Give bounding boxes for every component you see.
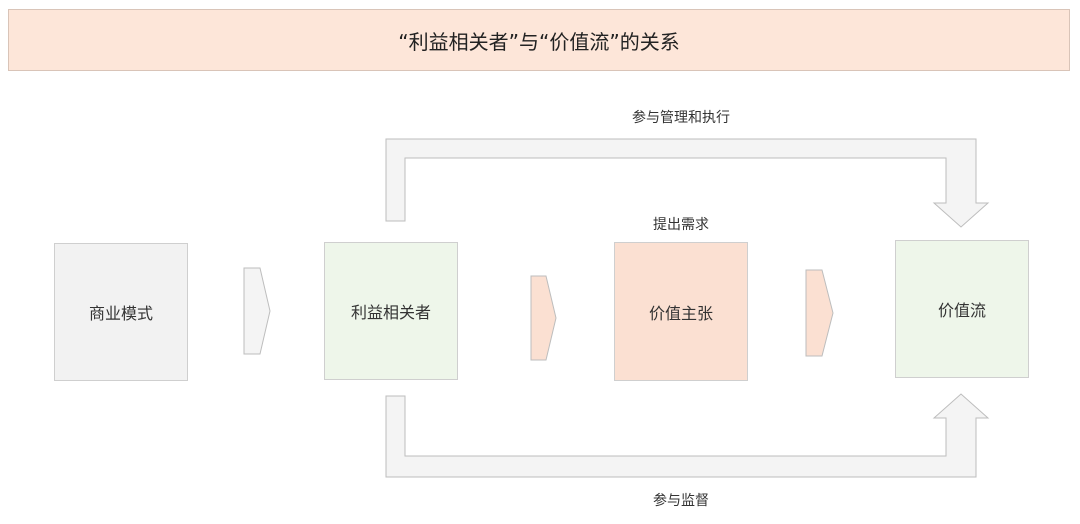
node-business-model-label: 商业模式 [88,304,153,323]
chevron-arrow-1 [243,267,271,355]
node-value-stream-label: 价值流 [937,301,986,320]
page-title: “利益相关者”与“价值流”的关系 [398,29,680,54]
label-top-flow: 参与管理和执行 [632,110,730,126]
bottom-feedback-arrow [385,393,990,478]
label-raise-needs: 提出需求 [653,217,709,233]
top-feedback-arrow [385,138,990,228]
node-value-stream: 价值流 [895,240,1029,378]
node-stakeholders-label: 利益相关者 [350,303,431,322]
node-value-proposition: 价值主张 [614,242,748,381]
chevron-arrow-2 [530,275,557,361]
node-value-proposition-label: 价值主张 [648,303,713,323]
label-bottom-flow: 参与监督 [653,493,709,509]
chevron-arrow-3 [805,269,834,357]
node-stakeholders: 利益相关者 [324,242,458,380]
node-business-model: 商业模式 [54,243,188,381]
title-banner: “利益相关者”与“价值流”的关系 [8,9,1070,71]
